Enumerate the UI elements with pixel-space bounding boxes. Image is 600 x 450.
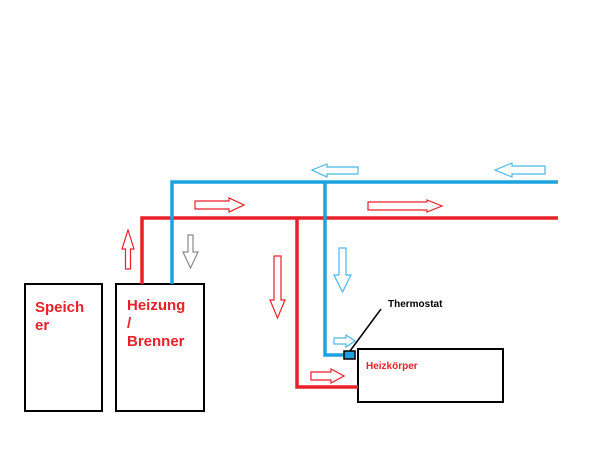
heizkoerper-label: Heizkörper (366, 361, 418, 372)
heizung-label-line2: / (127, 315, 132, 332)
heizung-outline (115, 283, 205, 412)
thermostat-pointer-line (349, 308, 382, 352)
arrow-down-icon (269, 255, 286, 320)
arrow-right-icon (194, 197, 246, 213)
heizung-label-line1: Heizung (127, 297, 185, 314)
thermostat-label: Thermostat (388, 299, 443, 310)
speicher-outline (24, 283, 103, 412)
speicher-box: Speich er (24, 283, 103, 412)
return-radiator-branch (323, 182, 344, 357)
arrow-left-icon (310, 163, 359, 178)
arrow-down-icon (333, 247, 352, 294)
arrow-right-icon (367, 199, 444, 213)
supply-radiator-branch (295, 218, 358, 389)
heizkoerper-outline (357, 348, 504, 403)
arrow-up-icon (121, 228, 135, 270)
return-main-pipe (170, 180, 558, 284)
arrow-right-icon (333, 333, 357, 349)
speicher-label-line2: er (35, 317, 49, 334)
arrow-left-icon (493, 162, 546, 178)
thermostat-valve-body (343, 350, 356, 360)
arrow-right-icon (310, 367, 346, 385)
return-pipes (170, 180, 558, 357)
heizung-brenner-box: Heizung / Brenner (115, 283, 205, 412)
supply-pipes (140, 216, 558, 389)
thermostat-valve: Thermostat (343, 299, 443, 360)
flow-arrows (121, 162, 546, 385)
supply-main-pipe (140, 216, 558, 284)
arrow-down-icon (182, 234, 199, 270)
heizung-label-line3: Brenner (127, 333, 185, 350)
heizkoerper-box: Heizkörper (357, 348, 504, 403)
speicher-label-line1: Speich (35, 299, 84, 316)
